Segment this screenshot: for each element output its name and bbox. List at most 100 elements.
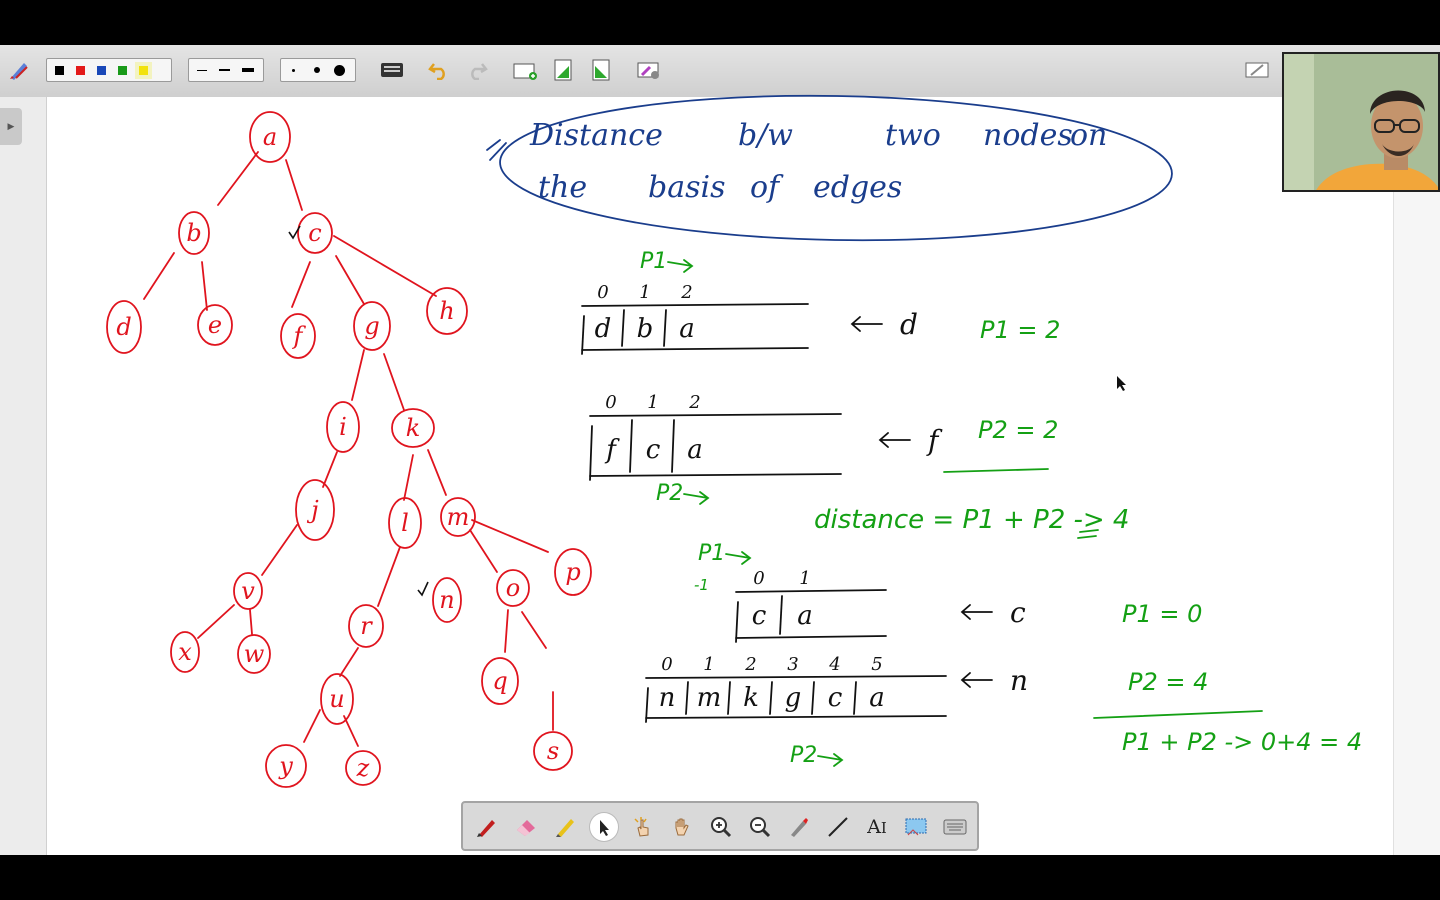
tree-node-b: b bbox=[178, 211, 210, 255]
line-medium-button[interactable] bbox=[216, 62, 233, 79]
svg-text:j: j bbox=[306, 496, 319, 524]
array-index: 1 bbox=[639, 282, 650, 303]
zoom-out-icon[interactable] bbox=[746, 813, 774, 841]
tree-node-y: y bbox=[265, 744, 307, 788]
keyboard-icon[interactable] bbox=[378, 57, 406, 83]
array-index: 2 bbox=[744, 654, 756, 675]
new-page-icon[interactable] bbox=[510, 57, 540, 83]
pan-hand-icon[interactable] bbox=[668, 813, 696, 841]
svg-text:c: c bbox=[308, 219, 321, 247]
svg-text:s: s bbox=[547, 737, 559, 765]
line-thin-button[interactable] bbox=[193, 62, 210, 79]
undo-icon[interactable] bbox=[426, 57, 452, 83]
array-index: 5 bbox=[871, 654, 882, 675]
select-pointer-icon[interactable] bbox=[590, 813, 618, 841]
tree-node-c: c bbox=[297, 212, 333, 254]
array-cell: c bbox=[646, 435, 661, 465]
svg-text:g: g bbox=[364, 312, 379, 340]
line-thick-button[interactable] bbox=[239, 62, 256, 79]
tree-node-u: u bbox=[320, 673, 354, 725]
dot-size-group bbox=[280, 58, 356, 82]
pointer-result: P2 = 2 bbox=[978, 416, 1058, 444]
left-side-panel bbox=[0, 97, 47, 855]
array-index: 2 bbox=[680, 282, 692, 303]
color-yellow-swatch[interactable] bbox=[135, 61, 152, 79]
color-red-swatch[interactable] bbox=[72, 62, 89, 79]
final-line: P1 + P2 -> 0+4 = 4 bbox=[1122, 728, 1362, 756]
svg-text:p: p bbox=[565, 558, 580, 586]
tree-node-r: r bbox=[348, 604, 384, 648]
color-blue-swatch[interactable] bbox=[93, 62, 110, 79]
screen-icon[interactable] bbox=[902, 813, 930, 841]
tree-node-o: o bbox=[496, 569, 530, 607]
array-index: 3 bbox=[787, 654, 798, 675]
pen-icon[interactable] bbox=[473, 813, 501, 841]
color-green-swatch[interactable] bbox=[114, 62, 131, 79]
svg-text:z: z bbox=[356, 754, 370, 782]
svg-text:f: f bbox=[292, 322, 307, 350]
dot-medium-button[interactable] bbox=[308, 62, 325, 79]
screen-capture-icon[interactable] bbox=[634, 57, 664, 83]
bottom-black-bar bbox=[0, 855, 1440, 900]
color-black-swatch[interactable] bbox=[51, 62, 68, 79]
eraser-icon[interactable] bbox=[512, 813, 540, 841]
array-cell: a bbox=[679, 314, 695, 344]
prev-page-icon[interactable] bbox=[550, 57, 576, 83]
tree-node-i: i bbox=[326, 401, 360, 453]
click-hand-icon[interactable] bbox=[629, 813, 657, 841]
highlighter-icon[interactable] bbox=[551, 813, 579, 841]
dot-small-button[interactable] bbox=[285, 62, 302, 79]
svg-text:b: b bbox=[186, 219, 201, 247]
side-panel-toggle[interactable]: ▶ bbox=[0, 108, 22, 145]
array-index: 0 bbox=[661, 654, 672, 675]
array-cell: b bbox=[637, 314, 654, 344]
tree-node-n: n bbox=[432, 577, 462, 623]
svg-text:a: a bbox=[263, 123, 277, 151]
array-cell: c bbox=[752, 601, 767, 631]
array-index: 0 bbox=[605, 392, 616, 413]
tree-node-d: d bbox=[106, 300, 142, 354]
tree-node-l: l bbox=[388, 497, 422, 549]
clear-icon[interactable] bbox=[1243, 57, 1271, 83]
title-word: nodes bbox=[983, 118, 1073, 153]
array-index: 1 bbox=[799, 568, 810, 589]
title-word: b/w bbox=[738, 118, 793, 153]
tree-node-k: k bbox=[391, 408, 435, 448]
keyboard-icon[interactable] bbox=[941, 813, 969, 841]
title-word: two bbox=[885, 118, 941, 153]
tree-node-g: g bbox=[353, 301, 391, 351]
color-palette bbox=[46, 58, 172, 82]
pen-settings-icon[interactable] bbox=[6, 57, 32, 83]
line-icon[interactable] bbox=[824, 813, 852, 841]
pointer-result: P2 = 4 bbox=[1128, 668, 1208, 696]
title-word: of bbox=[750, 170, 784, 205]
tree-node-e: e bbox=[197, 304, 233, 346]
next-page-icon[interactable] bbox=[588, 57, 614, 83]
svg-text:w: w bbox=[244, 640, 265, 668]
array-index: 4 bbox=[828, 654, 840, 675]
webcam-video bbox=[1282, 52, 1440, 192]
laser-pen-icon[interactable] bbox=[785, 813, 813, 841]
text-icon[interactable]: AI bbox=[867, 816, 887, 838]
zoom-in-icon[interactable] bbox=[707, 813, 735, 841]
arrow-label: d bbox=[900, 308, 918, 341]
whiteboard-canvas[interactable] bbox=[0, 97, 1440, 855]
pointer-result: P1 = 2 bbox=[980, 316, 1060, 344]
redo-icon[interactable] bbox=[464, 57, 490, 83]
svg-text:k: k bbox=[406, 414, 421, 442]
pointer-label: P2 bbox=[790, 743, 817, 768]
tree-node-h: h bbox=[426, 287, 468, 335]
separator-line bbox=[943, 468, 1049, 473]
dot-large-button[interactable] bbox=[331, 62, 348, 79]
line-width-group bbox=[188, 58, 264, 82]
tree-node-j: j bbox=[295, 479, 335, 541]
pointer-label: P1 bbox=[698, 541, 725, 566]
tree-node-s: s bbox=[533, 731, 573, 771]
